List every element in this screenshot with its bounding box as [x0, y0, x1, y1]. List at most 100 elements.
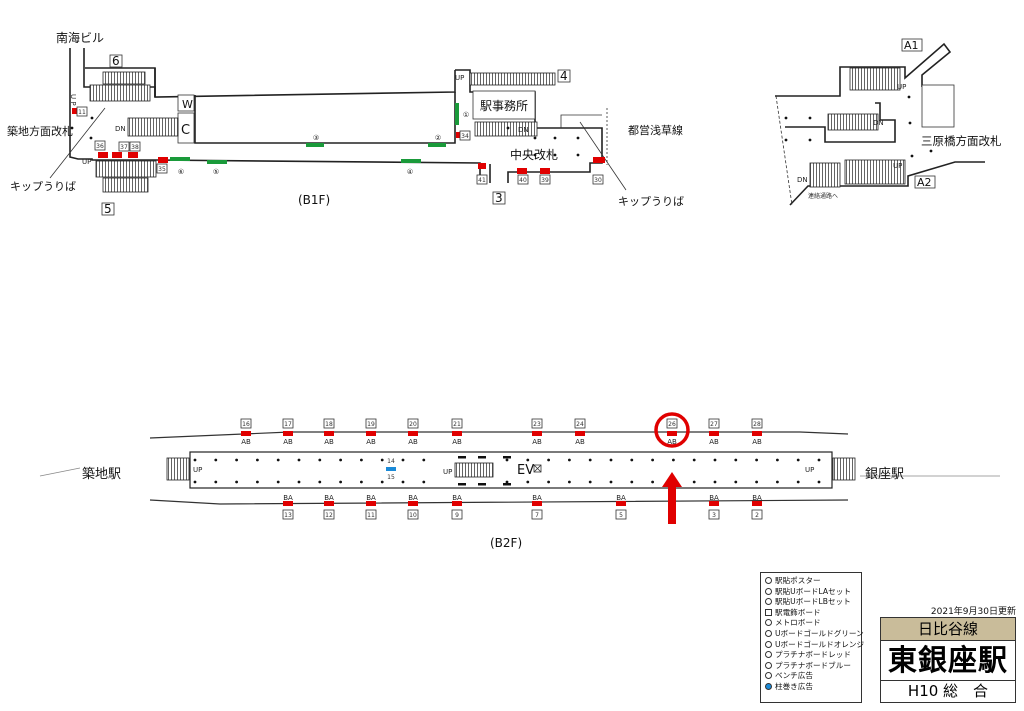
- board-number-box: [129, 141, 141, 152]
- bottom-board-number-box: [451, 509, 463, 520]
- ev-label: EV: [517, 463, 534, 478]
- updated-date: 2021年9月30日更新: [930, 607, 1016, 617]
- pillar-dot: [422, 480, 426, 484]
- red-board: [709, 431, 719, 436]
- board-number-box: [118, 141, 130, 152]
- red-board: [616, 501, 626, 506]
- up-label: UP: [805, 466, 814, 474]
- b1f-floor-label: (B1F): [298, 193, 330, 207]
- red-board: [667, 431, 677, 436]
- pillar-dot: [505, 458, 509, 462]
- pillar-dot: [214, 458, 218, 462]
- green-board: [306, 143, 324, 147]
- bench: [503, 483, 511, 486]
- top-board-number: 19: [367, 421, 375, 428]
- east-exit-map: A1 A2 三原橋方面改札 連絡通路へ UP UP DN DN: [775, 38, 1002, 206]
- pillar-dot: [784, 138, 788, 142]
- pillar-dot: [588, 480, 592, 484]
- board-number: 40: [519, 177, 527, 184]
- pillar-dot: [588, 458, 592, 462]
- bottom-board-number: 12: [325, 512, 333, 519]
- station-office-label: 駅事務所: [480, 99, 528, 113]
- pillar-dot: [193, 458, 197, 462]
- board-tag: AB: [408, 438, 418, 446]
- pillar-dot: [401, 480, 405, 484]
- legend-item: プラチナボードレッド: [765, 650, 857, 661]
- board-tag: BA: [532, 494, 542, 502]
- stairs-dn-east: [827, 113, 879, 131]
- pillar-dot: [360, 480, 363, 484]
- legend-item: ベンチ広告: [765, 671, 857, 682]
- station-name: 東銀座駅: [881, 641, 1015, 681]
- pillar-dot: [630, 458, 634, 462]
- top-board-number-box: [323, 418, 335, 429]
- legend-label: Uボードゴールドオレンジ: [775, 639, 865, 649]
- pillar-dot: [547, 458, 550, 462]
- pillar-dot: [910, 154, 914, 158]
- legend-marker-icon: [765, 587, 772, 595]
- pillar-dot: [318, 480, 322, 484]
- pillar-dot: [734, 458, 738, 462]
- red-board: [452, 431, 462, 436]
- top-board-number: 23: [533, 421, 541, 428]
- red-board: [241, 431, 251, 436]
- red-board: [408, 431, 418, 436]
- highlight-arrow: [662, 472, 682, 524]
- pillar-dot: [609, 480, 613, 484]
- bench: [503, 456, 511, 459]
- red-board: [452, 501, 462, 506]
- legend-marker-icon: [765, 608, 772, 616]
- red-board: [366, 431, 376, 436]
- exit-3-label: 3: [495, 191, 503, 205]
- pillar-dot: [533, 153, 537, 157]
- top-board-number-box: [407, 418, 419, 429]
- pillar-dot: [505, 480, 509, 484]
- line-name: 日比谷線: [881, 618, 1015, 641]
- top-board-number: 24: [576, 421, 584, 428]
- stairs-dn: [127, 117, 179, 137]
- pillar-dot: [360, 458, 363, 462]
- bottom-board-number: 5: [619, 512, 623, 519]
- red-board: [112, 152, 122, 158]
- red-board: [324, 431, 334, 436]
- bottom-board-number-box: [407, 509, 419, 520]
- stairs-connecting: [809, 162, 841, 188]
- top-board-number: 27: [710, 421, 718, 428]
- stairs-exit6: [89, 84, 151, 102]
- c-label: C: [181, 123, 190, 138]
- red-board: [366, 501, 376, 506]
- legend-marker-icon: [765, 672, 772, 680]
- toilet-w: [177, 94, 195, 112]
- red-board: [532, 431, 542, 436]
- bottom-board-number: 13: [284, 512, 292, 519]
- pillar-dot: [526, 458, 530, 462]
- bottom-board-number: 2: [755, 512, 759, 519]
- pillar-dot: [734, 480, 738, 484]
- red-board: [128, 152, 138, 158]
- top-board-number-box: [708, 418, 720, 429]
- top-board-number: 21: [453, 421, 461, 428]
- board-tag: AB: [667, 438, 677, 446]
- red-board: [532, 501, 542, 506]
- top-board-number-box: [666, 418, 678, 429]
- exit-5-label: 5: [104, 202, 112, 216]
- toei-asakusa-label: 都営浅草線: [628, 123, 683, 137]
- pillar-dot: [929, 149, 933, 153]
- board-number-box: [94, 140, 106, 151]
- board-tag: AB: [324, 438, 334, 446]
- legend-marker-icon: [765, 619, 772, 627]
- red-board: [540, 168, 550, 174]
- board-number: 38: [131, 144, 139, 151]
- pillar-dot: [70, 126, 74, 130]
- board-tag: AB: [452, 438, 462, 446]
- pillar-dot: [796, 480, 800, 484]
- up-label: UP: [897, 83, 906, 91]
- stairs-up-center: [454, 462, 494, 478]
- board-number-box: [539, 174, 551, 185]
- pillar-dot: [576, 136, 580, 140]
- top-board-number-box: [365, 418, 377, 429]
- board-tag: BA: [709, 494, 719, 502]
- stairs-exit4: [469, 72, 556, 86]
